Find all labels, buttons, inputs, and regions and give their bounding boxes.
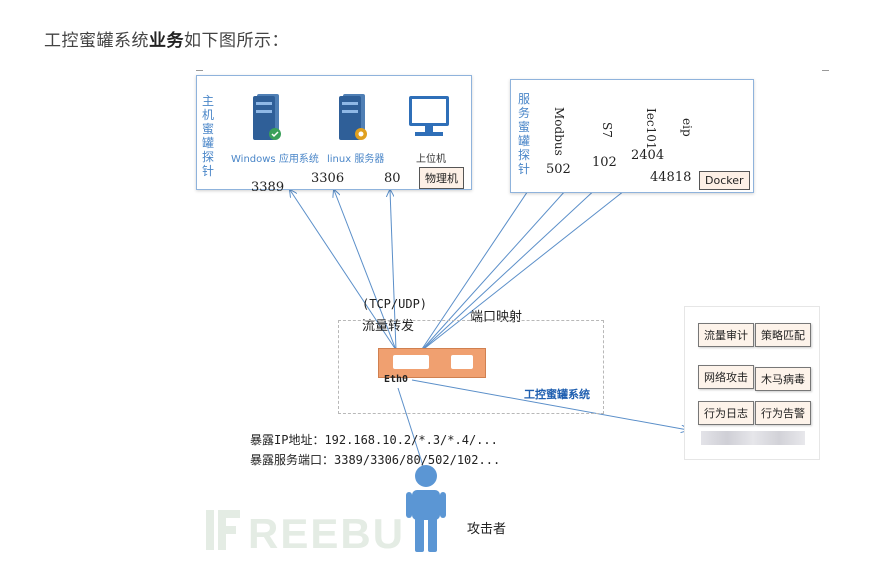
port-mapping-label: 端口映射 [470,310,523,325]
exposed-port-line: 暴露服务端口：3389/3306/80/502/102... [250,453,501,467]
arrow-to-3389 [290,190,397,351]
honeypot-device [378,348,486,378]
service-port-44818: 44818 [650,170,692,185]
svg-text:REEBUF: REEBUF [248,510,404,556]
service-port-2404: 2404 [631,148,665,163]
arrow-to-80 [390,190,397,351]
heading-bold: 业务 [149,31,184,51]
policy-match-box: 策略匹配 [755,323,811,347]
line-attacker [397,387,426,473]
behavior-log-box: 行为日志 [698,401,754,425]
host-port-3306: 3306 [311,171,345,186]
host-port-3389: 3389 [251,180,285,195]
docker-tag: Docker [699,171,750,190]
blurred-bar [701,431,805,445]
service-panel-title: 服务蜜罐探针 [517,92,530,176]
behavior-alert-box: 行为告警 [755,401,811,425]
protocol-eip: eip [680,118,694,137]
traffic-forward-label: 流量转发 [362,319,415,334]
monitor-icon [409,96,449,136]
traffic-protocol-label: (TCP/UDP) [362,297,428,311]
protocol-iec101: Iec101 [644,108,658,150]
attacker-label: 攻击者 [467,522,507,537]
freebuf-watermark: REEBUF [206,510,404,556]
host-port-80: 80 [384,171,401,186]
honeypot-system-box [338,320,604,414]
linux-server-icon [339,94,367,140]
windows-server-icon [253,94,281,140]
windows-server-label: Windows 应用系统 [231,154,319,165]
arrow-to-right-panel [411,379,688,430]
heading-prefix: 工控蜜罐系统 [44,31,149,51]
service-port-102: 102 [592,155,617,170]
trojan-virus-box: 木马病毒 [755,367,811,391]
corner-mark-left [196,70,203,71]
device-screen [393,355,429,369]
analysis-panel: 流量审计 策略匹配 网络攻击 木马病毒 行为日志 行为告警 [684,306,820,460]
eth0-label: Eth0 [384,374,409,385]
linux-server-label: linux 服务器 [327,154,385,165]
exposed-ip-line: 暴露IP地址：192.168.10.2/*.3/*.4/... [250,433,498,447]
attacker-icon [406,465,446,552]
heading-suffix: 如下图所示： [184,31,289,51]
service-port-502: 502 [546,162,571,177]
traffic-audit-box: 流量审计 [698,323,754,347]
host-probe-panel: 主机蜜罐探针 Windows 应用系统 linux 服务器 上位机 物理机 [196,75,472,190]
host-panel-title: 主机蜜罐探针 [201,94,214,178]
page-heading: 工控蜜罐系统业务如下图所示： [44,26,289,51]
corner-mark-right [822,70,829,71]
honeypot-system-label: 工控蜜罐系统 [524,388,590,401]
service-probe-panel: 服务蜜罐探针 Docker [510,79,754,193]
physical-machine-tag: 物理机 [419,167,464,189]
protocol-modbus: Modbus [552,107,566,156]
device-panel [451,355,473,369]
arrow-to-3306 [334,190,397,351]
monitor-label: 上位机 [416,154,446,165]
network-attack-box: 网络攻击 [698,365,754,389]
protocol-s7: S7 [600,122,614,138]
